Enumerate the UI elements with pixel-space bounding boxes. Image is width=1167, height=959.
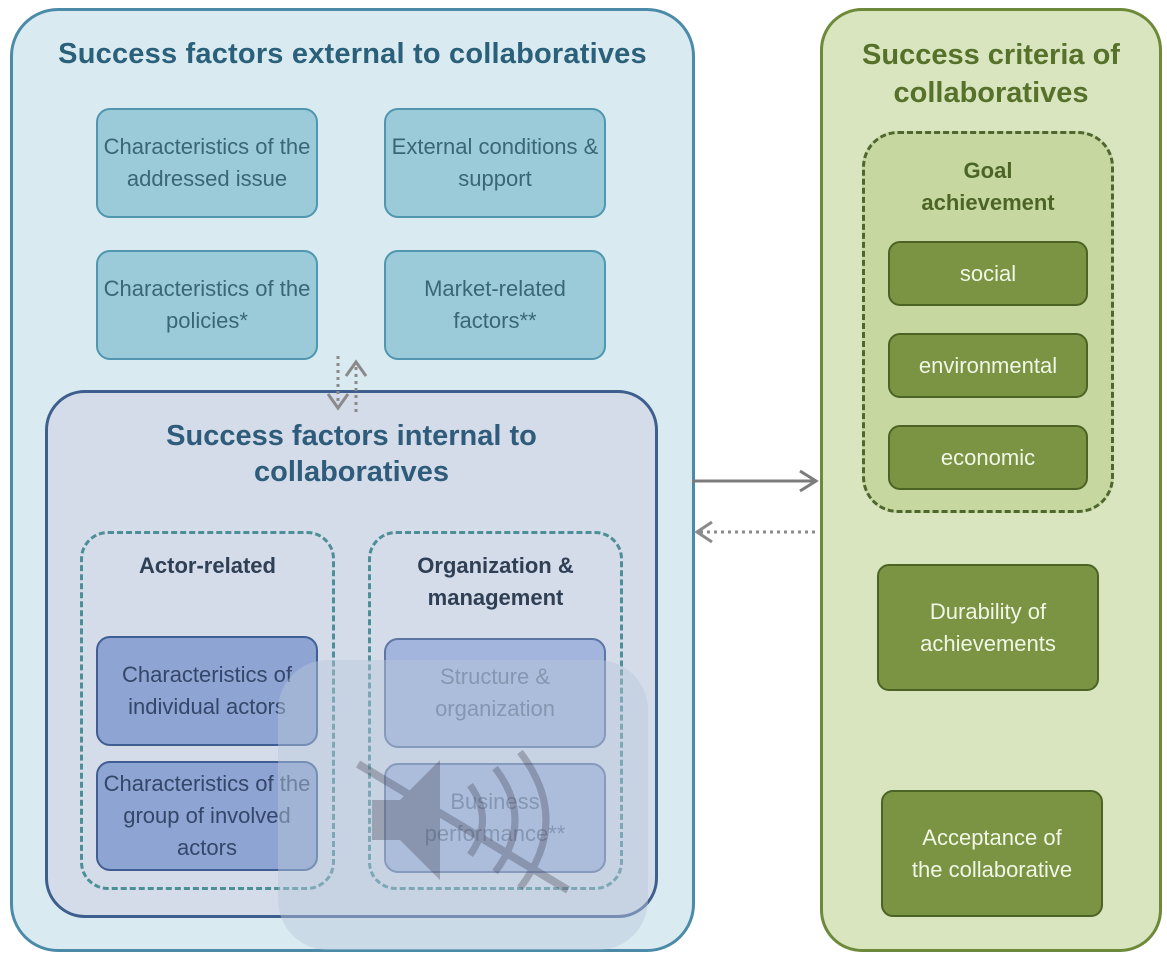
right-arrowhead-icon xyxy=(799,469,819,493)
success-criteria-title: Success criteria of collaboratives xyxy=(862,39,1120,109)
actor-related-group xyxy=(80,531,335,890)
dotted-arrow-from-criteria xyxy=(694,520,815,544)
media-overlay[interactable] xyxy=(278,660,648,950)
individual-actors-box: Characteristics of individual actors xyxy=(96,636,318,746)
up-arrowhead-icon xyxy=(344,359,368,377)
solid-arrow-to-criteria xyxy=(692,469,819,493)
issue-characteristics-box: Characteristics of the addressed issue xyxy=(96,108,318,218)
organization-heading: Organization & management xyxy=(417,553,574,610)
durability-box: Durability of achievements xyxy=(877,564,1099,691)
economic-box: economic xyxy=(888,425,1088,490)
market-factors-box: Market-related factors** xyxy=(384,250,606,360)
structure-organization-box: Structure & organization xyxy=(384,638,606,748)
down-arrowhead-icon xyxy=(326,393,350,411)
business-performance-box: Business performance** xyxy=(384,763,606,873)
internal-factors-title: Success factors internal to collaborativ… xyxy=(166,420,537,488)
actor-related-heading: Actor-related xyxy=(139,553,276,578)
acceptance-box: Acceptance of the collaborative xyxy=(881,790,1103,917)
external-factors-title: Success factors external to collaborativ… xyxy=(58,38,647,70)
environmental-box: environmental xyxy=(888,333,1088,398)
left-arrowhead-icon xyxy=(694,520,713,544)
external-internal-arrows xyxy=(326,356,368,412)
social-box: social xyxy=(888,241,1088,306)
group-of-actors-box: Characteristics of the group of involved… xyxy=(96,761,318,871)
policies-characteristics-box: Characteristics of the policies* xyxy=(96,250,318,360)
external-conditions-box: External conditions & support xyxy=(384,108,606,218)
goal-achievement-heading: Goal achievement xyxy=(921,158,1055,215)
organization-group xyxy=(368,531,623,890)
